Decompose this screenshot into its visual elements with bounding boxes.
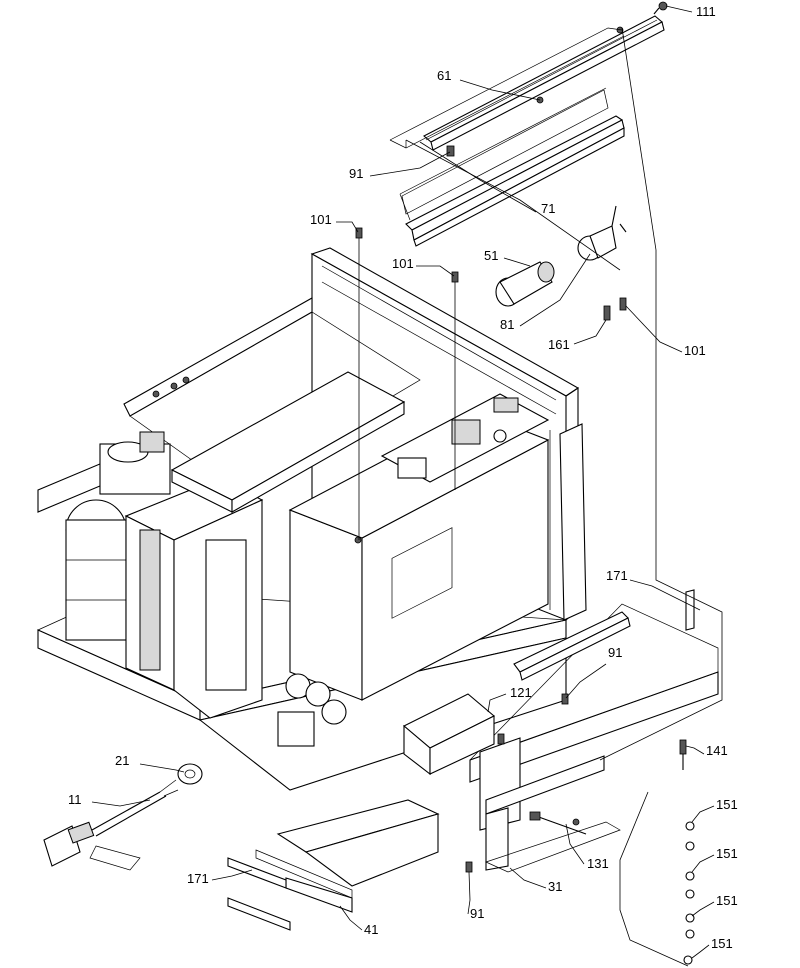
callout-c81: 81 (500, 317, 514, 332)
lamp-socket-81 (577, 205, 627, 261)
callout-c21: 21 (115, 753, 129, 768)
callout-c161: 161 (548, 337, 570, 352)
screw-91-low (465, 861, 473, 873)
capacitor-assembly (277, 673, 347, 747)
screw-141 (679, 739, 687, 770)
callout-c131: 131 (587, 856, 609, 871)
lamp-51 (495, 261, 555, 307)
callout-c51: 51 (484, 248, 498, 263)
callout-c91b: 91 (608, 645, 622, 660)
top-rail-61 (423, 15, 665, 151)
callout-c91c: 91 (470, 906, 484, 921)
callout-c101c: 101 (684, 343, 706, 358)
fan-motor (99, 431, 171, 495)
callout-c151a: 151 (716, 797, 738, 812)
hooks-151 (683, 821, 695, 965)
power-cord-11 (43, 779, 179, 871)
upper-duct (170, 371, 406, 513)
screw-91-mid (497, 693, 569, 745)
callout-c171b: 171 (187, 871, 209, 886)
callout-c141: 141 (706, 743, 728, 758)
foot-rails-171 (227, 857, 291, 931)
top-plate-outline (389, 27, 625, 149)
right-base-plate (469, 603, 719, 831)
leader-lines (91, 5, 723, 967)
screw-91-top (446, 145, 455, 157)
screw-101-b (451, 271, 459, 283)
callout-c151c: 151 (716, 893, 738, 908)
callout-c41: 41 (364, 922, 378, 937)
callout-c101b: 101 (392, 256, 414, 271)
bottom-tray-41 (255, 799, 440, 913)
callout-c71: 71 (541, 201, 555, 216)
transformer (37, 447, 139, 641)
ferrite-core-21 (177, 763, 203, 785)
callout-c151d: 151 (711, 936, 733, 951)
screw-111 (653, 1, 668, 15)
callout-labels: 111 61 91 71 101 51 101 81 161 101 171 91 121 141 21 11… (68, 4, 738, 951)
callout-c91a: 91 (349, 166, 363, 181)
bracket-31 (485, 755, 621, 873)
cover-121 (403, 693, 495, 776)
callout-c11: 11 (68, 792, 82, 807)
callout-c101a: 101 (310, 212, 332, 227)
callout-c121: 121 (510, 685, 532, 700)
rail-171-right (513, 589, 695, 681)
callout-c111: 111 (696, 4, 716, 19)
screws-161-101 (603, 297, 627, 321)
callout-c171a: 171 (606, 568, 628, 583)
rail-71-sheet (401, 89, 609, 215)
sensor-131 (529, 811, 587, 835)
rail-71 (399, 87, 625, 247)
callout-c61: 61 (437, 68, 451, 83)
callout-c151b: 151 (716, 846, 738, 861)
control-board (380, 393, 550, 483)
callout-c31: 31 (548, 879, 562, 894)
